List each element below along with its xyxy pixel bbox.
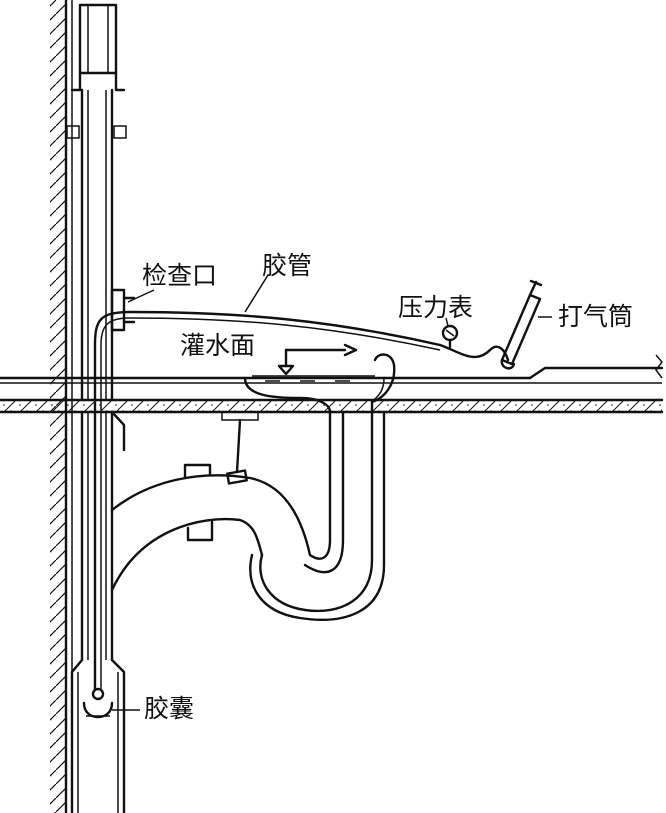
fill-level-marker	[252, 343, 375, 382]
label-pressure-gauge: 压力表	[398, 293, 474, 322]
label-rubber-bladder: 胶囊	[144, 694, 195, 723]
inspection-port	[110, 288, 136, 332]
air-pump	[500, 279, 543, 370]
rubber-hose	[93, 310, 510, 692]
floor-slab	[0, 354, 664, 414]
floor-drain-trap	[243, 353, 396, 621]
label-air-pump: 打气筒	[558, 302, 634, 331]
label-fill-level: 灌水面	[180, 331, 256, 360]
pressure-gauge	[441, 324, 459, 349]
label-inspection-port: 检查口	[142, 261, 218, 290]
label-rubber-hose: 胶管	[262, 251, 313, 280]
branch-pipe	[110, 411, 312, 592]
vertical-stack-pipe	[66, 3, 127, 813]
leader-lines	[112, 274, 552, 711]
rubber-bladder	[82, 687, 114, 719]
